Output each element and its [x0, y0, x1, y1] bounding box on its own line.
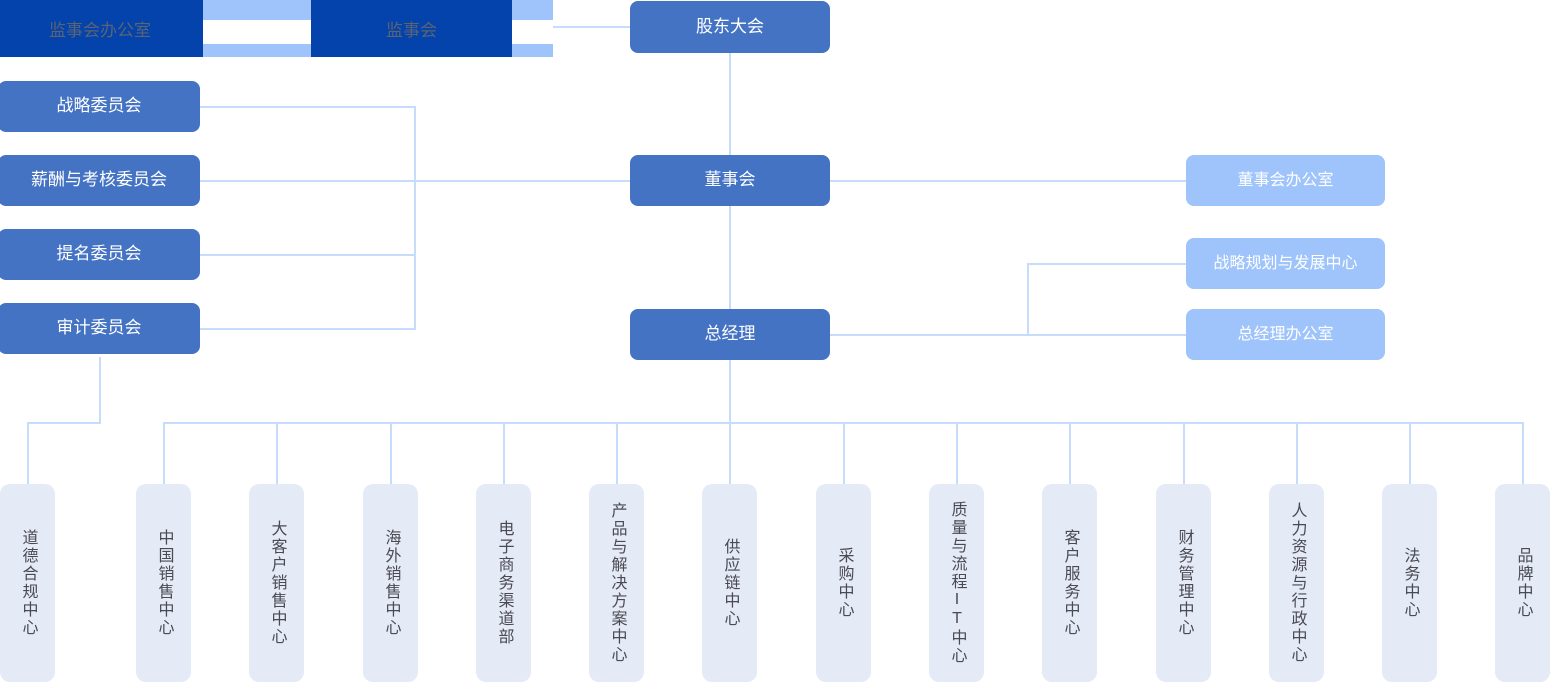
overlay-notch-white-left [203, 20, 311, 44]
node-strategy-planning-center[interactable]: 战略规划与发展中心 [1186, 238, 1385, 289]
node-label: 战略规划与发展中心 [1213, 254, 1358, 272]
node-label: 人力资源与行政中心 [1288, 502, 1306, 664]
node-label: 产品与解决方案中心 [608, 502, 626, 664]
connector-drop-china-sales [163, 422, 165, 484]
connector-audit-riser [99, 357, 101, 423]
node-label: 总经理办公室 [1237, 325, 1334, 343]
connector-drop-finance [1183, 422, 1185, 484]
node-label: 董事会 [704, 170, 756, 190]
node-label: 道德合规中心 [19, 529, 37, 637]
node-label: 品牌中心 [1514, 547, 1532, 619]
connector-board-to-board-office [829, 180, 1187, 182]
node-label: 股东大会 [696, 16, 764, 36]
node-label: 质量与流程IT中心 [948, 501, 966, 665]
node-label: 董事会办公室 [1237, 171, 1334, 189]
node-dept-overseas-sales[interactable]: 海外销售中心 [363, 484, 418, 682]
connector-strategy-planning-riser [1027, 263, 1029, 335]
supervisory-overlay-band: 监事会办公室 监事会 [0, 0, 553, 57]
connector-committee-audit [200, 328, 416, 330]
node-dept-customer-service[interactable]: 客户服务中心 [1042, 484, 1097, 682]
node-dept-brand[interactable]: 品牌中心 [1495, 484, 1550, 682]
node-dept-legal[interactable]: 法务中心 [1382, 484, 1437, 682]
node-dept-ethics-compliance[interactable]: 道德合规中心 [0, 484, 55, 682]
connector-drop-ecommerce-channel [503, 422, 505, 484]
node-label: 采购中心 [835, 547, 853, 619]
node-dept-ecommerce-channel[interactable]: 电子商务渠道部 [476, 484, 531, 682]
node-dept-product-solution[interactable]: 产品与解决方案中心 [589, 484, 644, 682]
node-label: 供应链中心 [721, 538, 739, 628]
node-dept-china-sales[interactable]: 中国销售中心 [136, 484, 191, 682]
overlay-label-supervisor-office[interactable]: 监事会办公室 [49, 21, 151, 40]
connector-ethics-drop [27, 422, 29, 484]
node-general-manager[interactable]: 总经理 [630, 309, 830, 360]
node-shareholders-meeting[interactable]: 股东大会 [630, 1, 830, 53]
node-board-office[interactable]: 董事会办公室 [1186, 155, 1385, 206]
node-dept-finance[interactable]: 财务管理中心 [1156, 484, 1211, 682]
connector-drop-legal [1409, 422, 1411, 484]
connector-drop-brand [1522, 422, 1524, 484]
connector-drop-product-solution [616, 422, 618, 484]
node-dept-procurement[interactable]: 采购中心 [816, 484, 871, 682]
node-dept-supply-chain[interactable]: 供应链中心 [702, 484, 757, 682]
node-label: 电子商务渠道部 [495, 520, 513, 646]
connector-committee-bus-to-board [414, 180, 632, 182]
connector-drop-key-account-sales [276, 422, 278, 484]
node-dept-key-account-sales[interactable]: 大客户销售中心 [249, 484, 304, 682]
node-label: 客户服务中心 [1061, 529, 1079, 637]
connector-supervisor-to-shareholders [552, 26, 632, 28]
node-label: 法务中心 [1401, 547, 1419, 619]
node-label: 提名委员会 [56, 244, 142, 264]
node-committee-compensation[interactable]: 薪酬与考核委员会 [0, 155, 200, 206]
node-committee-nomination[interactable]: 提名委员会 [0, 229, 200, 280]
connector-drop-procurement [843, 422, 845, 484]
connector-drop-customer-service [1069, 422, 1071, 484]
node-label: 审计委员会 [56, 318, 142, 338]
node-label: 中国销售中心 [155, 529, 173, 637]
node-committee-audit[interactable]: 审计委员会 [0, 303, 200, 354]
node-label: 海外销售中心 [382, 529, 400, 637]
connector-audit-to-ethics [27, 422, 101, 424]
node-label: 总经理 [704, 324, 756, 344]
connector-gm-to-gm-office [829, 334, 1187, 336]
node-committee-strategy[interactable]: 战略委员会 [0, 81, 200, 132]
node-gm-office[interactable]: 总经理办公室 [1186, 309, 1385, 360]
connector-gm-to-dept-bus [729, 359, 731, 423]
node-label: 大客户销售中心 [268, 520, 286, 646]
node-dept-quality-process-it[interactable]: 质量与流程IT中心 [929, 484, 984, 682]
connector-strategy-planning-stub [1027, 263, 1187, 265]
connector-drop-overseas-sales [390, 422, 392, 484]
node-dept-hr-admin[interactable]: 人力资源与行政中心 [1269, 484, 1324, 682]
connector-committee-bus [414, 106, 416, 330]
connector-committee-strategy [200, 106, 416, 108]
node-board-of-directors[interactable]: 董事会 [630, 155, 830, 206]
connector-drop-hr-admin [1296, 422, 1298, 484]
overlay-notch-white-right [512, 20, 553, 44]
connector-drop-quality-process-it [956, 422, 958, 484]
connector-board-to-gm [729, 205, 731, 311]
connector-shareholders-to-board [729, 53, 731, 157]
connector-drop-supply-chain [729, 422, 731, 484]
overlay-band-segment-left [0, 0, 200, 57]
node-label: 财务管理中心 [1175, 529, 1193, 637]
connector-committee-nomination [200, 254, 416, 256]
connector-committee-compensation [200, 180, 416, 182]
overlay-label-supervisory-board[interactable]: 监事会 [386, 21, 437, 40]
node-label: 薪酬与考核委员会 [31, 170, 167, 190]
node-label: 战略委员会 [56, 96, 142, 116]
